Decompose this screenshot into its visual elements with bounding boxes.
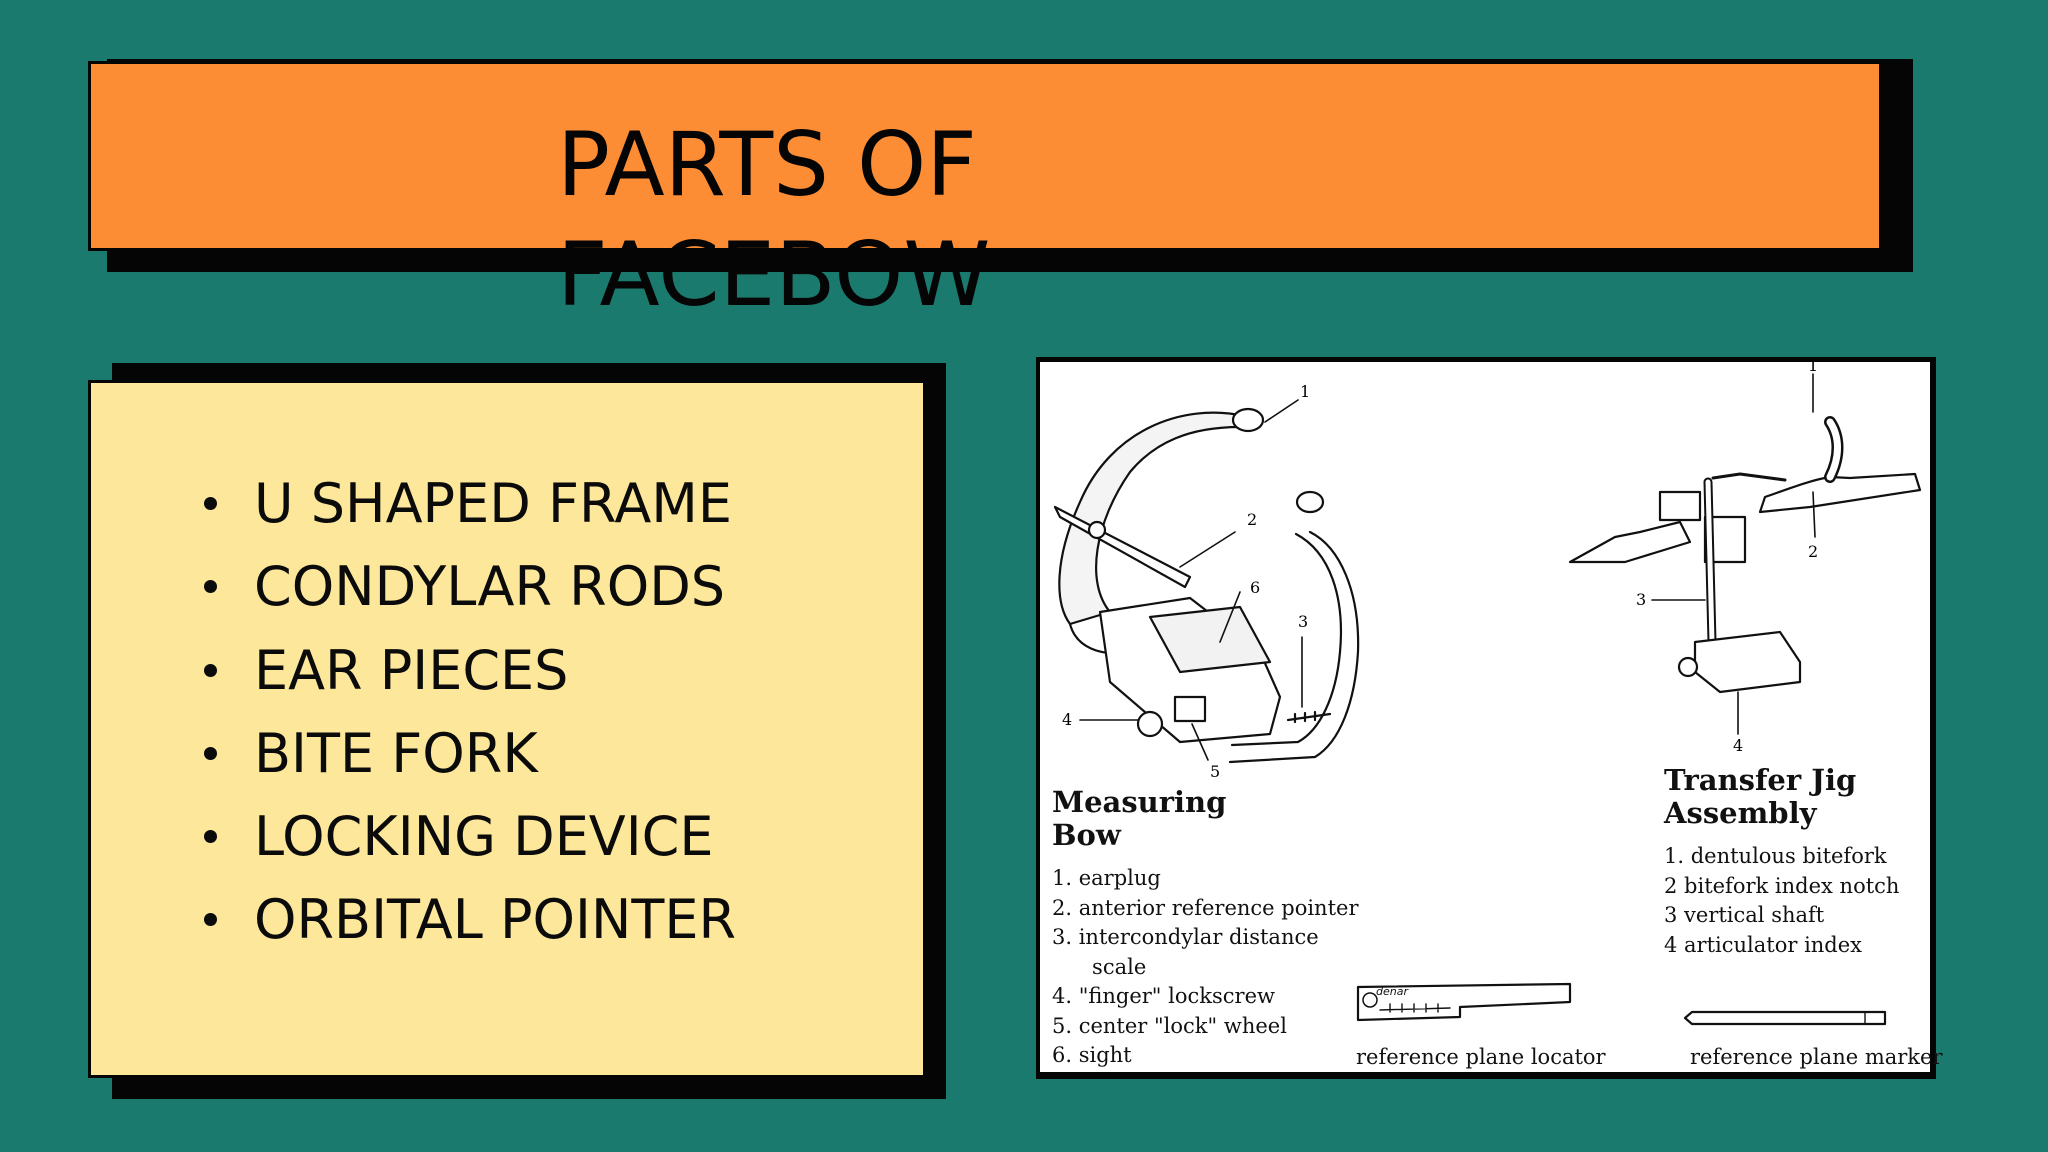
list-item-label: CONDYLAR RODS bbox=[254, 555, 726, 619]
list-item-label: LOCKING DEVICE bbox=[254, 805, 714, 869]
bullet-icon bbox=[204, 746, 217, 760]
legend-item: 3. intercondylar distance bbox=[1052, 925, 1319, 949]
transfer-jig-drawing bbox=[1568, 373, 1922, 735]
list-item: BITE FORK bbox=[200, 712, 736, 795]
legend-item: 6. sight bbox=[1052, 1043, 1132, 1067]
list-item: CONDYLAR RODS bbox=[200, 545, 736, 628]
facebow-illustration bbox=[1053, 373, 1922, 1026]
bullet-icon bbox=[204, 580, 217, 594]
transfer-jig-legend: 1. dentulous bitefork 2 bitefork index n… bbox=[1664, 842, 1899, 960]
marker-caption: reference plane marker bbox=[1690, 1045, 1943, 1069]
legend-item: 1. earplug bbox=[1052, 866, 1161, 890]
measuring-bow-drawing bbox=[1053, 399, 1360, 764]
list-card bbox=[88, 380, 926, 1078]
list-item: U SHAPED FRAME bbox=[200, 462, 736, 545]
legend-item: 2. anterior reference pointer bbox=[1052, 895, 1359, 920]
legend-item: 4. "finger" lockscrew bbox=[1052, 984, 1275, 1008]
callout-number: 4 bbox=[1062, 710, 1073, 729]
title-banner bbox=[88, 61, 1882, 251]
measuring-bow-legend: 1. earplug 2. anterior reference pointer… bbox=[1052, 864, 1359, 1071]
callout-number: 5 bbox=[1210, 762, 1221, 781]
legend-item: 2 bitefork index notch bbox=[1664, 873, 1900, 898]
list-item-label: EAR PIECES bbox=[254, 638, 569, 702]
legend-item: 4 articulator index bbox=[1664, 932, 1863, 957]
reference-plane-locator-drawing bbox=[1356, 982, 1572, 1022]
bullet-icon bbox=[204, 497, 217, 510]
callout-number: 4 bbox=[1733, 736, 1744, 755]
denar-logo: denar bbox=[1376, 985, 1408, 998]
list-item: LOCKING DEVICE bbox=[200, 795, 736, 878]
callout-number: 2 bbox=[1247, 510, 1258, 529]
reference-plane-marker-drawing bbox=[1683, 1010, 1887, 1026]
parts-list: U SHAPED FRAME CONDYLAR RODS EAR PIECES … bbox=[200, 462, 736, 962]
list-item-label: U SHAPED FRAME bbox=[254, 472, 732, 535]
list-item-label: BITE FORK bbox=[254, 721, 538, 785]
callout-number: 1 bbox=[1808, 356, 1819, 375]
list-item-label: ORBITAL POINTER bbox=[254, 888, 736, 952]
bullet-icon bbox=[204, 663, 217, 677]
legend-item: 3 vertical shaft bbox=[1664, 903, 1825, 927]
callout-number: 6 bbox=[1250, 578, 1261, 597]
callout-number: 3 bbox=[1636, 590, 1647, 609]
bullet-icon bbox=[204, 830, 217, 844]
legend-item: 1. dentulous bitefork bbox=[1664, 844, 1887, 868]
locator-caption: reference plane locator bbox=[1356, 1045, 1606, 1069]
list-item: ORBITAL POINTER bbox=[200, 878, 736, 961]
legend-item: scale bbox=[1052, 954, 1147, 979]
slide-title: PARTS OF FACEBOW bbox=[557, 113, 991, 326]
legend-item: 5. center "lock" wheel bbox=[1052, 1013, 1287, 1038]
callout-number: 1 bbox=[1300, 382, 1311, 401]
bullet-icon bbox=[204, 913, 217, 927]
list-item: EAR PIECES bbox=[200, 629, 736, 712]
callout-number: 2 bbox=[1808, 542, 1819, 561]
callout-number: 3 bbox=[1298, 612, 1309, 631]
